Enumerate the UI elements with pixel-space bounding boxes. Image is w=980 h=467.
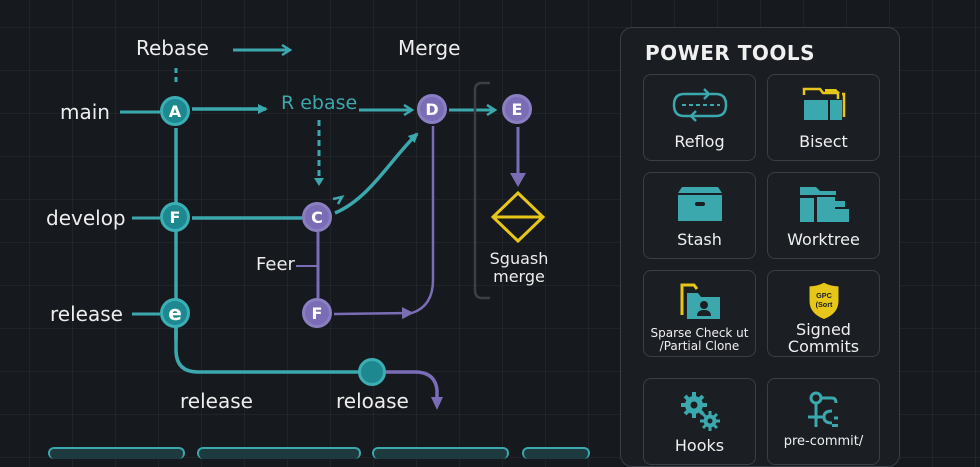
tool-card-stash[interactable]: Stash xyxy=(643,172,756,259)
branch-label-release: release xyxy=(50,302,123,326)
branch-label-main: main xyxy=(60,100,110,124)
commit-node-F-feature[interactable]: F xyxy=(302,298,332,328)
release-bottom-purple-curve xyxy=(386,370,439,398)
tool-label-stash: Stash xyxy=(677,230,722,249)
tool-label-reflog: Reflog xyxy=(674,132,725,151)
release-bottom-curve xyxy=(174,328,360,374)
small-chevron xyxy=(332,195,345,205)
commit-node-F-develop[interactable]: F xyxy=(160,202,190,232)
tool-card-sparse-checkout[interactable]: Sparse Check ut /Partial Clone xyxy=(643,270,756,357)
E-down-arrowhead xyxy=(510,173,526,187)
pre-commit-icon xyxy=(807,391,838,427)
tool-label-hooks: Hooks xyxy=(674,436,725,455)
squash-diamond-icon xyxy=(490,190,546,244)
commit-node-D[interactable]: D xyxy=(417,94,447,124)
tool-label-pre-commit: pre-commit/ xyxy=(783,434,864,449)
squash-bracket xyxy=(473,81,490,300)
tool-card-bisect[interactable]: Bisect xyxy=(767,74,880,161)
branch-label-develop: develop xyxy=(46,206,126,230)
stash-box-icon xyxy=(677,187,722,221)
commit-node-release-tip[interactable] xyxy=(358,358,386,386)
feature-label: Feer xyxy=(256,254,295,275)
tool-label-sparse-checkout: Sparse Check ut /Partial Clone xyxy=(650,326,749,354)
gears-icon xyxy=(680,392,720,431)
rebase-dotted-arrowhead xyxy=(314,178,324,186)
squash-merge-label: Sguash merge xyxy=(489,249,549,287)
commit-node-e-release[interactable]: e xyxy=(160,298,190,328)
D-down-curve xyxy=(411,126,435,315)
commit-node-C[interactable]: C xyxy=(302,202,332,232)
tool-label-worktree: Worktree xyxy=(787,230,860,249)
power-tools-title: POWER TOOLS xyxy=(645,41,816,65)
tool-label-bisect: Bisect xyxy=(799,132,848,151)
bottom-button-2[interactable] xyxy=(197,447,361,459)
git-flow-diagram xyxy=(120,0,546,410)
worktree-folders-icon xyxy=(799,187,849,222)
tool-card-hooks[interactable]: Hooks xyxy=(643,378,756,465)
tool-card-worktree[interactable]: Worktree xyxy=(767,172,880,259)
release-bottom-purple-arrowhead xyxy=(431,397,443,410)
shield-badge-line2: (Sort xyxy=(815,300,832,309)
feature-F-right-arrow xyxy=(333,307,414,320)
rebase-inline-label: R ebase xyxy=(281,92,358,114)
bottom-button-1[interactable] xyxy=(48,447,185,459)
release-bottom-label-2: reloase xyxy=(336,389,409,413)
rebase-heading: Rebase xyxy=(136,36,209,60)
bottom-button-4[interactable] xyxy=(522,447,590,459)
tool-card-signed-commits[interactable]: GPC (Sort Signed Commits xyxy=(767,270,880,357)
merge-heading: Merge xyxy=(398,36,461,60)
tool-card-pre-commit[interactable]: pre-commit/ xyxy=(767,378,880,465)
C-to-D-curve xyxy=(334,132,419,215)
sparse-checkout-folder-icon xyxy=(680,283,720,319)
reflog-loop-icon xyxy=(672,88,727,122)
release-bottom-label: release xyxy=(180,389,253,413)
shield-icon: GPC (Sort xyxy=(809,282,838,320)
commit-node-E[interactable]: E xyxy=(502,94,532,124)
tool-card-reflog[interactable]: Reflog xyxy=(643,74,756,161)
bisect-folder-icon xyxy=(802,87,845,120)
power-tools-panel: POWER TOOLS Reflog Bisect Stash xyxy=(620,27,900,467)
shield-badge-line1: GPC xyxy=(816,291,832,300)
tool-label-signed-commits: Signed Commits xyxy=(787,319,860,357)
bottom-button-3[interactable] xyxy=(372,447,509,459)
commit-node-A[interactable]: A xyxy=(160,96,190,126)
